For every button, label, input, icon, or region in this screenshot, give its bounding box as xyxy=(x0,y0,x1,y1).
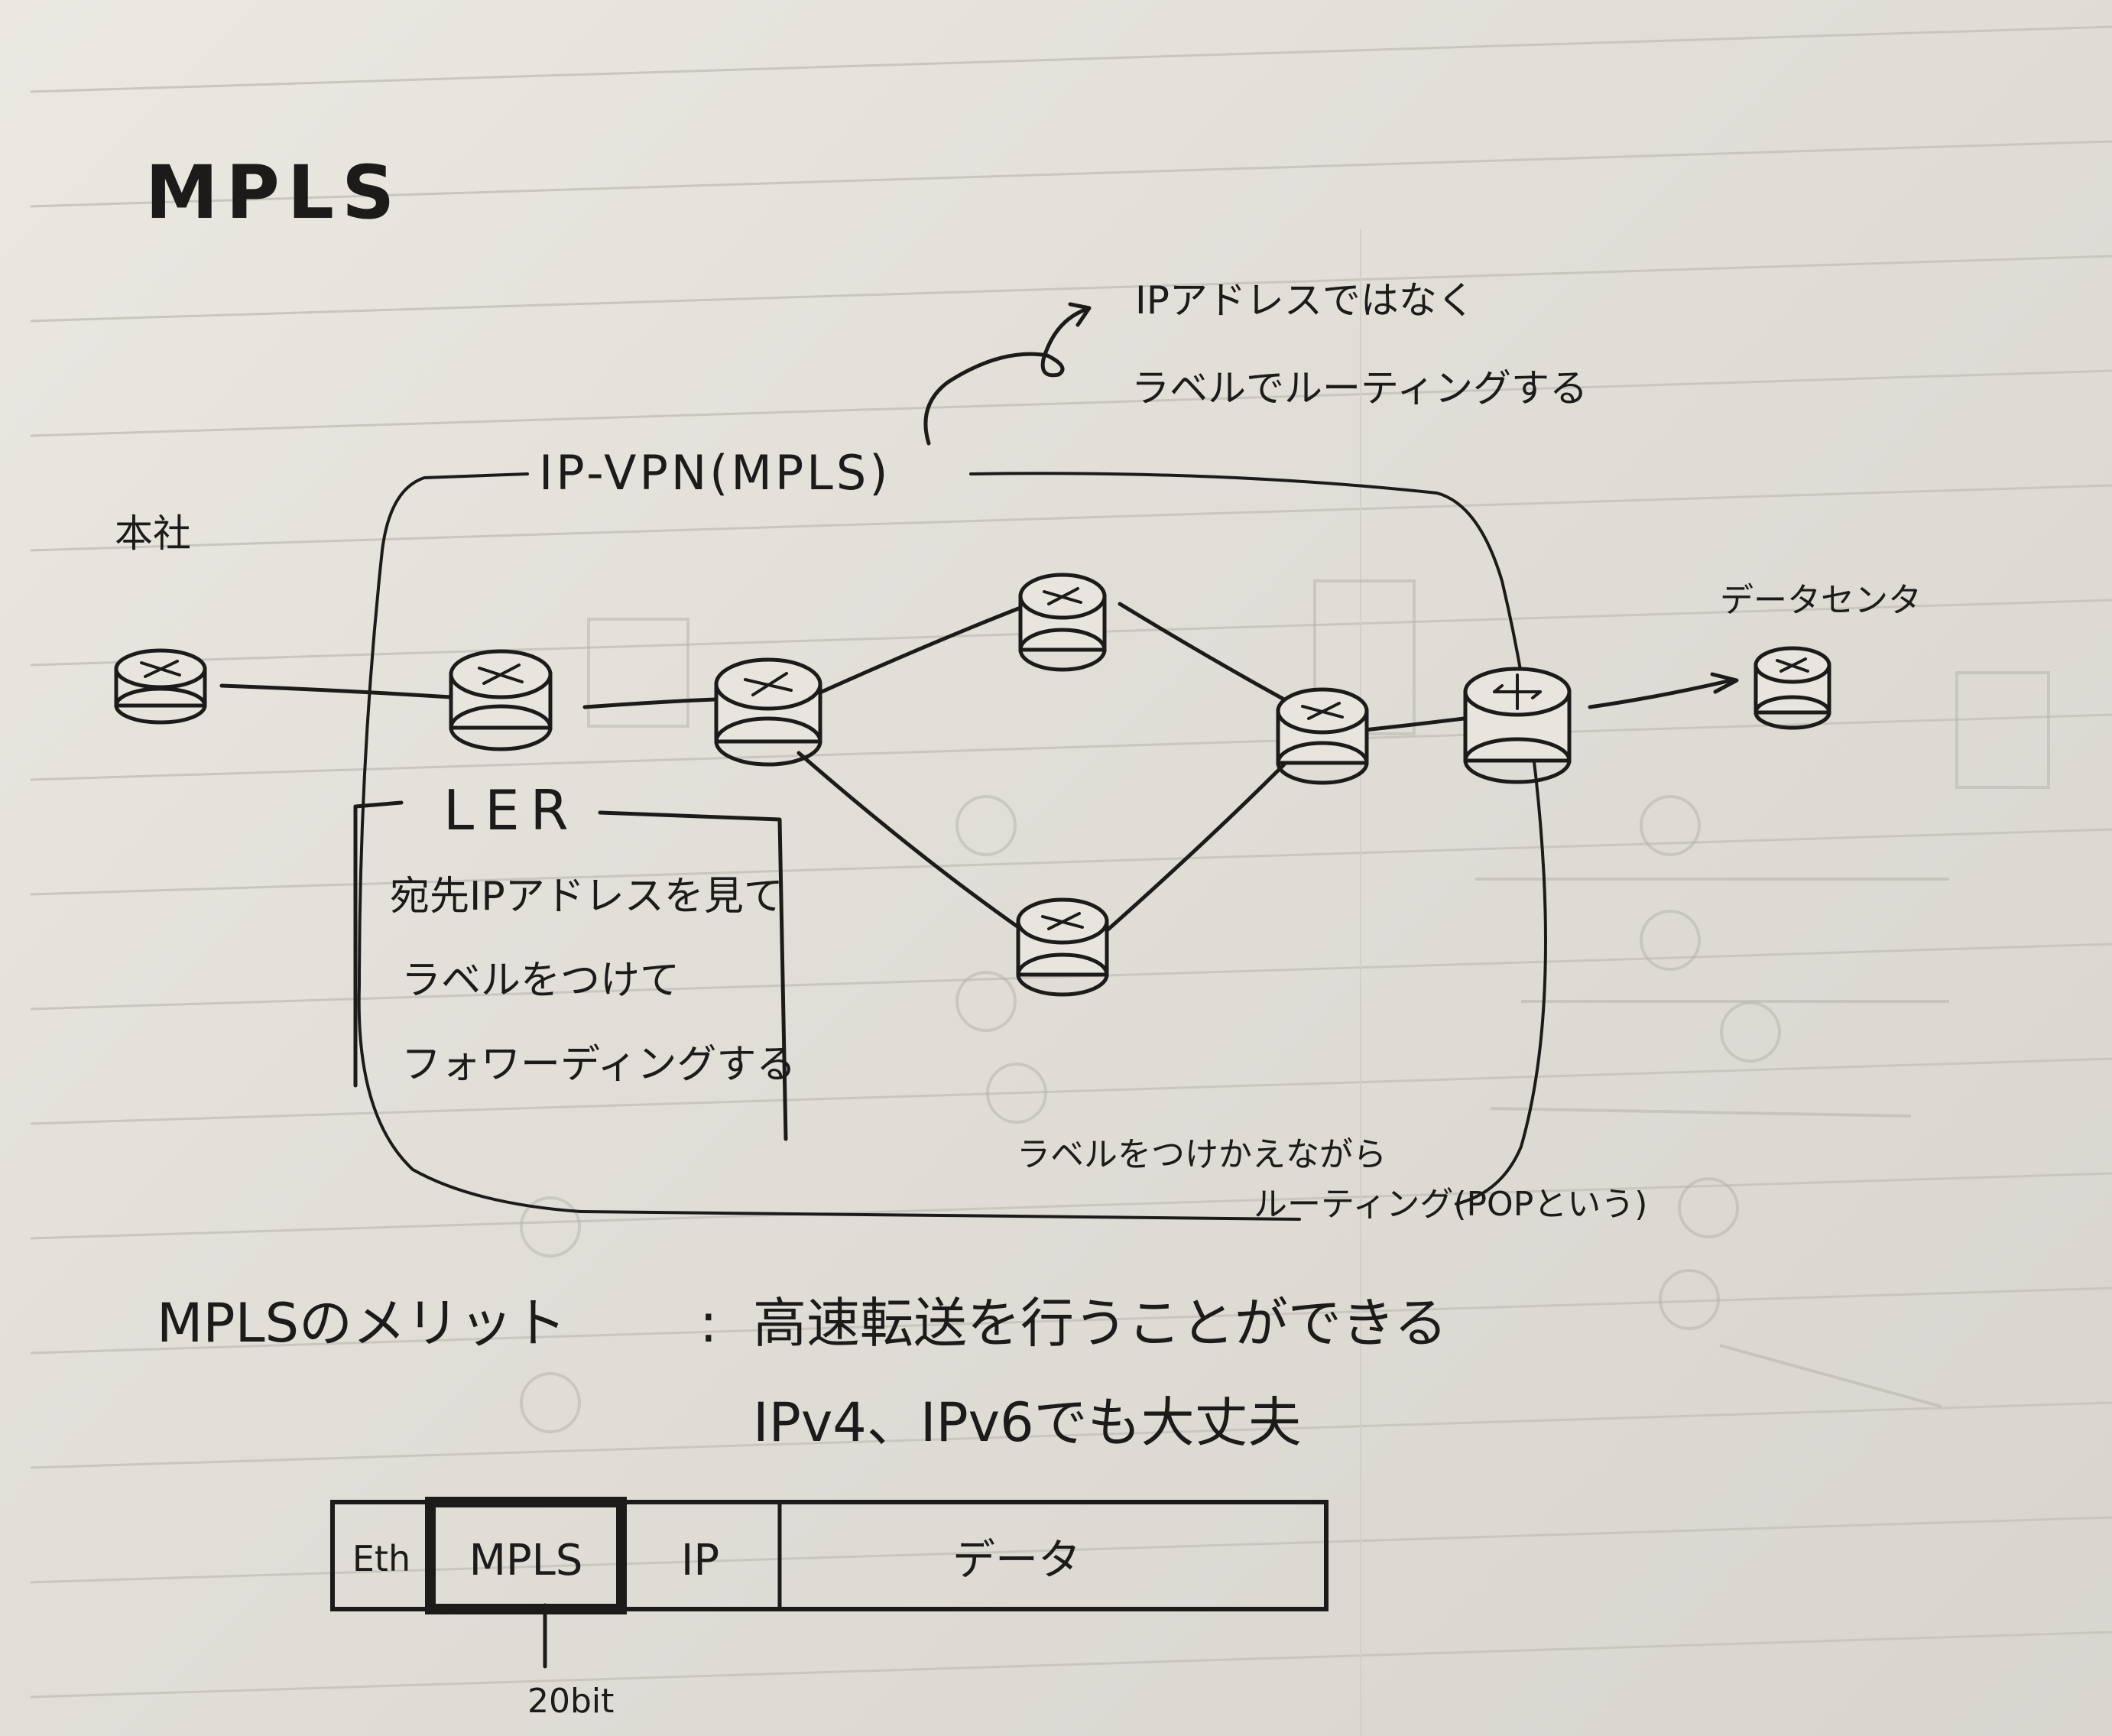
vpn-cloud-label: IP-VPN(MPLS) xyxy=(539,445,891,501)
router-icon-arrows xyxy=(140,660,181,678)
ler-line-1: 宛先IPアドレスを見て xyxy=(390,874,783,920)
ler-heading: LER xyxy=(443,778,579,842)
packet-field-ip: IP xyxy=(681,1536,719,1585)
note-top-line-2: ラベルでルーティングする xyxy=(1131,366,1588,410)
note-top-line-1: IPアドレスではなく xyxy=(1135,278,1475,323)
link-lsr1-lsr-top xyxy=(819,605,1023,694)
router-lsr-bottom xyxy=(1016,897,1109,997)
callout-arrowhead xyxy=(1068,302,1092,327)
links xyxy=(219,602,1739,935)
router-datacenter xyxy=(1754,646,1831,730)
note-bottom-line-1: ラベルをつけかえながら xyxy=(1017,1135,1387,1174)
mpls-size-label: 20bit xyxy=(527,1682,614,1721)
bleed-through xyxy=(520,579,2050,1433)
link-lsr-bottom-lsr2 xyxy=(1102,762,1286,935)
router-lsr-1 xyxy=(714,657,822,767)
link-arrowhead xyxy=(1710,672,1739,694)
callout-arrow xyxy=(923,307,1088,446)
ruled-lines xyxy=(30,25,2112,1736)
link-egress-dc xyxy=(1588,678,1734,709)
link-lsr1-lsr-bottom xyxy=(796,751,1023,931)
site-label-datacenter: データセンタ xyxy=(1720,581,1922,620)
merit-separator: : xyxy=(699,1292,718,1355)
router-egress xyxy=(1463,667,1572,784)
ler-line-2: ラベルをつけて xyxy=(401,958,680,1004)
link-lsr-top-lsr2 xyxy=(1118,602,1286,702)
router-lsr-2 xyxy=(1276,687,1369,785)
merit-point-1: 高速転送を行うことができる xyxy=(753,1292,1448,1355)
site-label-hq: 本社 xyxy=(115,511,191,556)
vpn-cloud-left-edge xyxy=(357,472,1301,1221)
link-ler-lsr1 xyxy=(582,697,717,709)
packet-field-eth: Eth xyxy=(352,1538,410,1579)
link-lsr2-egress xyxy=(1362,716,1466,732)
packet-field-mpls: MPLS xyxy=(469,1536,583,1585)
merit-label: MPLSのメリット xyxy=(157,1292,566,1355)
link-hq-ler xyxy=(219,683,453,699)
ler-box-frame xyxy=(353,800,788,1141)
router-ler xyxy=(449,649,553,751)
ler-line-3: フォワーディングする xyxy=(401,1042,796,1088)
merit-point-2: IPv4、IPv6でも大丈夫 xyxy=(753,1391,1302,1454)
router-lsr-top xyxy=(1018,573,1107,672)
page-title: MPLS xyxy=(145,150,402,235)
router-hq xyxy=(114,648,207,725)
packet-format xyxy=(330,1497,1329,1669)
packet-field-data: データ xyxy=(952,1536,1081,1585)
note-bottom-line-2: ルーティング(POPという) xyxy=(1254,1185,1647,1224)
